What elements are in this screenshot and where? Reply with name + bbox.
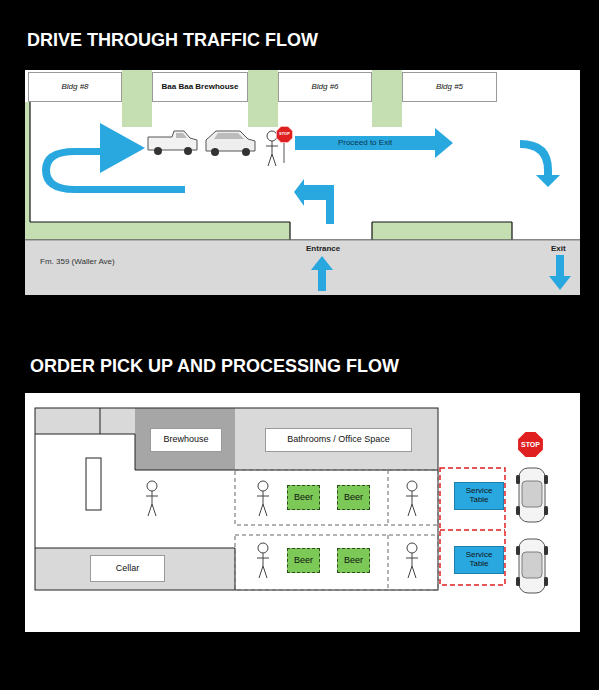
green-strip (372, 70, 402, 127)
node-texts: Bathrooms / Office Space (287, 435, 389, 445)
node-label: Bldg #8 (61, 83, 88, 92)
zone-lines (235, 470, 438, 590)
flow-arrows (42, 123, 571, 291)
building-box: Bldg #6 (278, 72, 372, 102)
node-texts: STOP (279, 132, 290, 136)
node-texts: Bldg #6 (311, 83, 338, 92)
node-label: Service Table (456, 487, 502, 505)
entrance-arrow (311, 256, 333, 291)
node-texts: Cellar (116, 564, 140, 574)
building-box: Baa Baa Brewhouse (152, 72, 248, 102)
node-texts: Brewhouse (163, 435, 208, 445)
brewhouse-region (135, 408, 235, 470)
turn-arrow (294, 179, 334, 224)
lot-lines (25, 102, 580, 240)
arrow-label: Proceed to Exit (295, 138, 435, 147)
green-strip (122, 70, 152, 127)
lot-panel (25, 70, 580, 295)
road (25, 240, 580, 295)
page-heading: DRIVE THROUGH TRAFFIC FLOW (27, 30, 318, 51)
node-label: Fm. 359 (Waller Ave) (40, 258, 115, 267)
node-label: Brewhouse (163, 435, 208, 445)
office-region (235, 408, 438, 470)
node-texts: STOP (521, 441, 540, 449)
proceed-arrow (295, 128, 453, 158)
stop-octagon-shape (518, 432, 544, 458)
node-texts: Beer (344, 493, 363, 503)
section-heading: ORDER PICK UP AND PROCESSING FLOW (30, 356, 399, 377)
green-strip (25, 222, 290, 240)
node-texts: Baa Baa Brewhouse (162, 83, 239, 92)
node-label: Baa Baa Brewhouse (162, 83, 239, 92)
road-band: Fm. 359 (Waller Ave) (25, 240, 580, 295)
pickup-zone (440, 468, 505, 585)
green-strip (372, 222, 512, 240)
service-table: Service Table (454, 546, 504, 574)
node-label: Bldg #5 (436, 83, 463, 92)
exit-arrow (549, 255, 571, 290)
node-label: Beer (294, 493, 313, 503)
room-box: Brewhouse (150, 428, 222, 452)
node-texts: Beer (344, 556, 363, 566)
node-label: Bathrooms / Office Space (287, 435, 389, 445)
cellar-region (35, 548, 235, 590)
exit-label: Exit (551, 244, 566, 253)
node-texts: Bldg #8 (61, 83, 88, 92)
node-texts: Beer (294, 493, 313, 503)
road-edge (25, 240, 580, 241)
room-box: Cellar (90, 555, 165, 582)
sign-post (284, 143, 285, 163)
floor-panel (25, 393, 580, 632)
beer-box: Beer (337, 548, 370, 573)
beer-box: Beer (337, 485, 370, 510)
node-label: Beer (294, 556, 313, 566)
car (206, 131, 255, 156)
beer-box: Beer (287, 548, 320, 573)
node-label: STOP (521, 441, 540, 449)
stop-octagon-shape (276, 126, 292, 142)
node-texts: Fm. 359 (Waller Ave) (40, 258, 115, 267)
stop-sign: STOP (276, 126, 293, 143)
turn-arrow (520, 140, 560, 187)
service-table: Service Table (454, 482, 504, 510)
node-label: Bldg #6 (311, 83, 338, 92)
node-texts: Service Table (456, 487, 502, 505)
node-label: Cellar (116, 564, 140, 574)
building-box: Bldg #8 (28, 72, 122, 102)
green-strip (25, 102, 30, 240)
room-box: Bathrooms / Office Space (265, 428, 412, 452)
stop-sign: STOP (517, 431, 544, 458)
node-label: Beer (344, 556, 363, 566)
node-texts: Bldg #5 (436, 83, 463, 92)
building-box: Bldg #5 (402, 72, 497, 102)
node-label: STOP (279, 132, 290, 136)
beer-box: Beer (287, 485, 320, 510)
green-strip (248, 70, 278, 127)
arrowhead (100, 123, 145, 173)
entrance-label: Entrance (306, 244, 340, 253)
node-texts: Service Table (456, 551, 502, 569)
pickup-truck (148, 131, 197, 155)
node-label: Beer (344, 493, 363, 503)
building-walls (35, 408, 438, 590)
wall-region (35, 408, 135, 434)
node-texts: Beer (294, 556, 313, 566)
node-label: Service Table (456, 551, 502, 569)
